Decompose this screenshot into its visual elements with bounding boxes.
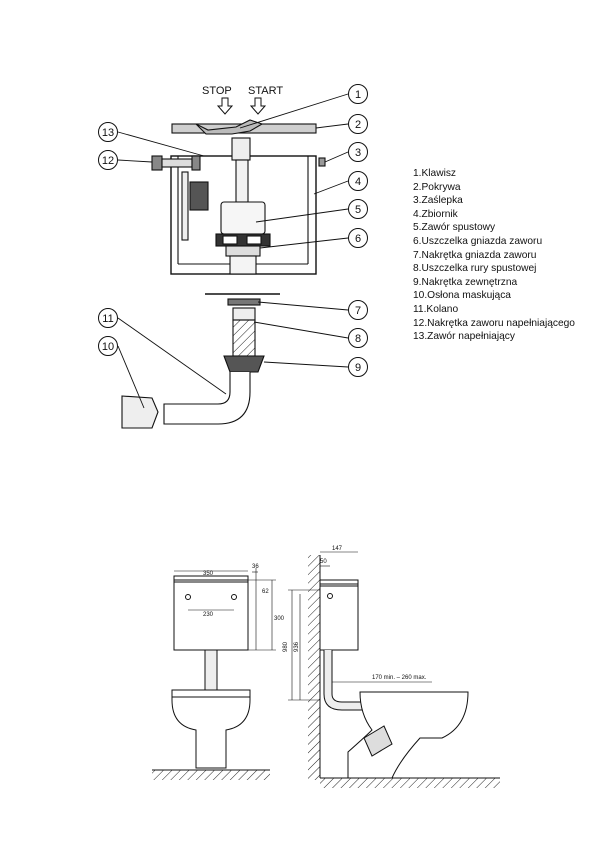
callout-8-label: 8 bbox=[355, 333, 361, 345]
callout-8 bbox=[348, 328, 368, 348]
parts-legend: 1.Klawisz 2.Pokrywa 3.Zaślepka 4.Zbiorni… bbox=[413, 167, 575, 344]
fill-valve-float bbox=[189, 181, 209, 211]
callout-6 bbox=[348, 228, 368, 248]
callout-12-label: 12 bbox=[102, 155, 114, 167]
flush-valve bbox=[220, 201, 266, 235]
drain-pipe-seal bbox=[232, 319, 256, 357]
legend-item: 1.Klawisz bbox=[413, 168, 457, 179]
callout-10-label: 10 bbox=[102, 341, 114, 353]
start-arrow-icon bbox=[249, 97, 267, 115]
dim-pipe-range: 170 min. – 260 max. bbox=[372, 675, 427, 681]
dim-side-depth: 147 bbox=[332, 546, 343, 552]
dim-side-h2: 936 bbox=[294, 641, 300, 652]
dim-front-side: 36 bbox=[252, 564, 259, 570]
plug bbox=[318, 157, 326, 167]
wall bbox=[308, 555, 320, 780]
legend-item: 3.Zaślepka bbox=[413, 195, 463, 207]
front-bowl bbox=[171, 689, 251, 769]
callout-9-label: 9 bbox=[355, 362, 361, 374]
callout-12 bbox=[98, 150, 118, 170]
callout-3 bbox=[348, 142, 368, 162]
dim-front-height: 300 bbox=[274, 616, 285, 622]
callout-11 bbox=[98, 308, 118, 328]
legend-item: 4.Zbiornik bbox=[413, 208, 458, 220]
flush-button bbox=[195, 119, 264, 135]
callout-1-label: 1 bbox=[355, 89, 361, 101]
elbow bbox=[163, 372, 251, 425]
legend-item: 12.Nakrętka zaworu napełniającego bbox=[413, 317, 575, 329]
exploded-view: STOP START bbox=[121, 85, 326, 429]
front-view bbox=[152, 568, 276, 780]
dim-side-h1: 980 bbox=[283, 641, 289, 652]
dim-front-width: 350 bbox=[203, 571, 214, 577]
callout-9 bbox=[348, 357, 368, 377]
masking-cover bbox=[121, 395, 159, 429]
fill-valve-nut bbox=[151, 155, 163, 171]
leader-lines bbox=[117, 93, 349, 409]
callout-7-label: 7 bbox=[355, 305, 361, 317]
callout-5 bbox=[348, 199, 368, 219]
callout-4 bbox=[348, 171, 368, 191]
legend-item: 9.Nakrętka zewnętrzna bbox=[413, 276, 518, 288]
dim-side-offset: 50 bbox=[320, 559, 327, 565]
stop-arrow-icon bbox=[216, 97, 234, 115]
legend-item: 5.Zawór spustowy bbox=[413, 222, 496, 234]
start-label: START bbox=[248, 85, 283, 97]
callout-10 bbox=[98, 336, 118, 356]
callout-7 bbox=[348, 300, 368, 320]
side-tank bbox=[319, 583, 359, 651]
callout-13-label: 13 bbox=[102, 127, 114, 139]
legend-item: 6.Uszczelka gniazda zaworu bbox=[413, 235, 543, 247]
callout-3-label: 3 bbox=[355, 147, 361, 159]
callout-13 bbox=[98, 122, 118, 142]
legend-item: 8.Uszczelka rury spustowej bbox=[413, 263, 537, 275]
side-bowl bbox=[347, 691, 469, 779]
callout-11-label: 11 bbox=[102, 313, 113, 325]
callouts bbox=[98, 84, 368, 377]
legend-item: 7.Nakrętka gniazda zaworu bbox=[413, 249, 537, 261]
callout-1 bbox=[348, 84, 368, 104]
side-view bbox=[288, 551, 500, 788]
stop-label: STOP bbox=[202, 85, 232, 97]
callout-2-label: 2 bbox=[355, 119, 361, 131]
outer-nut bbox=[223, 355, 265, 373]
callout-4-label: 4 bbox=[355, 176, 361, 188]
callout-5-label: 5 bbox=[355, 204, 361, 216]
dim-front-top: 62 bbox=[262, 589, 269, 595]
dim-front-holes: 230 bbox=[203, 612, 214, 618]
legend-item: 10.Osłona maskująca bbox=[413, 290, 511, 302]
legend-item: 13.Zawór napełniający bbox=[413, 331, 515, 343]
legend-item: 2.Pokrywa bbox=[413, 181, 461, 193]
callout-6-label: 6 bbox=[355, 233, 361, 245]
legend-item: 11.Kolano bbox=[413, 303, 459, 315]
callout-2 bbox=[348, 114, 368, 134]
